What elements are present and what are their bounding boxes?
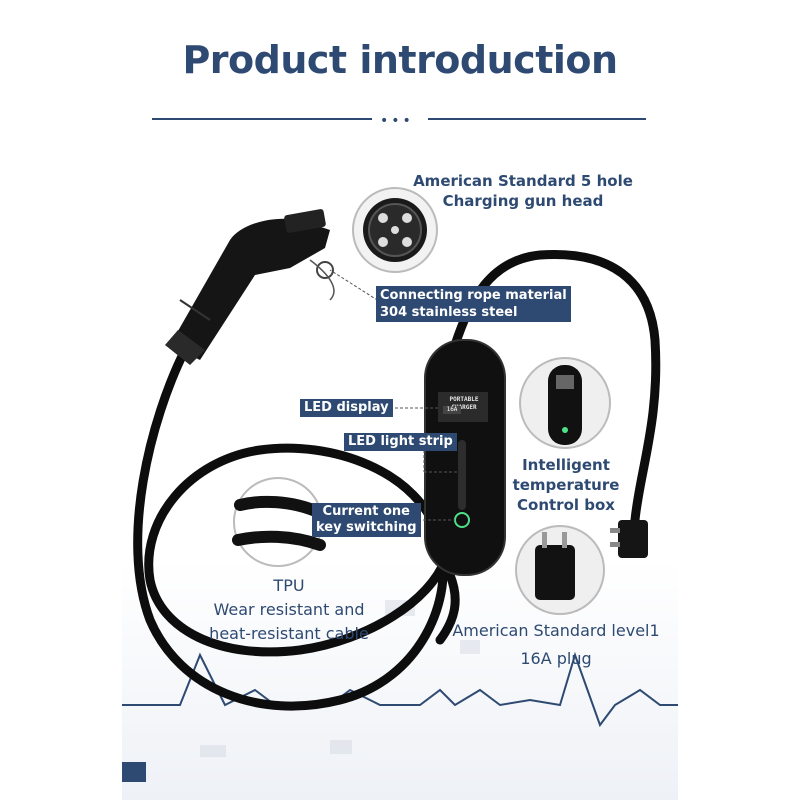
cable-label: TPU Wear resistant and heat-resistant ca…: [196, 574, 382, 646]
rope-material-tag-line-1: Connecting rope material: [380, 288, 567, 303]
box-lower-cable: [435, 570, 460, 645]
cable-label-line-3: heat-resistant cable: [209, 624, 369, 643]
charging-gun: [165, 209, 335, 365]
gun-head-zoom: [352, 187, 438, 273]
page-title: Product introduction: [182, 38, 618, 82]
title-rule-right: [428, 118, 646, 120]
device-current-readout: 16A: [443, 406, 461, 414]
control-box-label-line-1: Intelligent: [522, 456, 610, 474]
plug-label-line-2: 16A plug: [520, 649, 592, 668]
cable-label-line-1: TPU: [273, 576, 305, 595]
gun-head-label-line-1: American Standard 5 hole: [413, 172, 633, 190]
wall-plug: [610, 520, 648, 558]
device-screen-title: PORTABLE CHARGER: [449, 396, 479, 411]
gun-head-label-line-2: Charging gun head: [442, 192, 604, 210]
plug-cable: [450, 249, 661, 525]
plug-label-line-1: American Standard level1: [452, 621, 660, 640]
cable-zoom: [232, 477, 326, 567]
title-rule-left: [152, 118, 372, 120]
led-display-tag: LED display: [300, 399, 393, 417]
control-box-label-line-2: temperature: [512, 476, 620, 494]
led-strip-tag: LED light strip: [344, 433, 457, 451]
plug-label: American Standard level1 16A plug: [436, 619, 676, 671]
key-switching-tag: Current one key switching: [312, 503, 421, 537]
key-switching-tag-line-2: key switching: [316, 520, 417, 535]
gun-head-label: American Standard 5 hole Charging gun he…: [410, 171, 636, 211]
corner-badge: [122, 762, 146, 782]
rope-material-tag-line-2: 304 stainless steel: [380, 305, 518, 320]
control-box-label-line-3: Control box: [517, 496, 615, 514]
control-box: [424, 339, 506, 576]
title-dots: •••: [380, 113, 414, 129]
main-cable: [133, 345, 450, 711]
rope-material-tag: Connecting rope material 304 stainless s…: [376, 286, 571, 322]
control-box-zoom: [519, 357, 611, 449]
plug-zoom: [515, 525, 605, 615]
cable-label-line-2: Wear resistant and: [213, 600, 365, 619]
control-box-label: Intelligent temperature Control box: [505, 455, 627, 515]
key-switching-tag-line-1: Current one: [322, 504, 410, 519]
